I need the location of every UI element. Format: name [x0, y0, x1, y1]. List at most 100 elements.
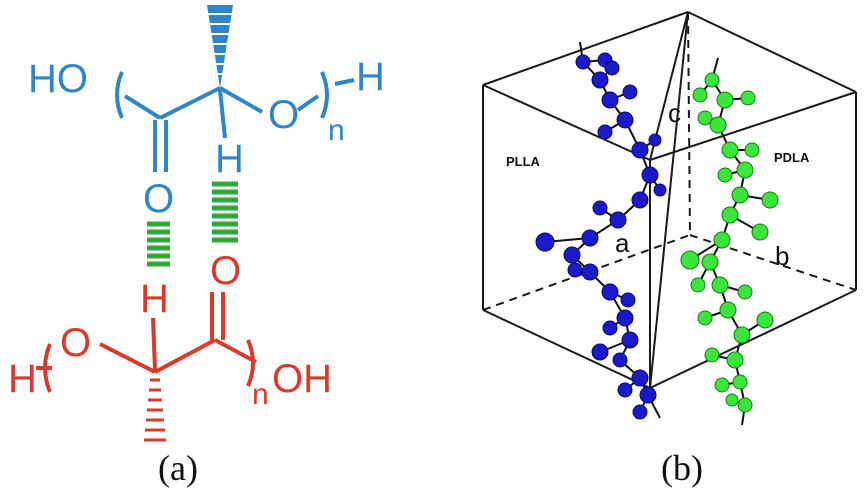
- bond-top-4: [296, 94, 320, 112]
- diag-front-solid: [649, 11, 689, 389]
- pdla-atoms: [680, 72, 779, 413]
- pdla-atom: [697, 110, 713, 126]
- plla-atom: [601, 283, 619, 301]
- h-end-top: H: [356, 55, 385, 99]
- plla-atom: [591, 343, 609, 361]
- methyl-hash-bottom: [144, 378, 166, 442]
- plla-atom: [609, 211, 627, 229]
- pdla-atom: [725, 393, 739, 407]
- pdla-atom: [717, 167, 733, 183]
- pdla-atom: [737, 397, 753, 413]
- plla-atom: [597, 124, 613, 140]
- plla-atom: [612, 352, 628, 368]
- edge-top-1: [482, 11, 689, 86]
- edge-top-2: [687, 11, 857, 93]
- oh-end-group: OH: [272, 357, 332, 401]
- pdla-atom: [716, 91, 734, 109]
- open-paren-top: [115, 71, 124, 119]
- bond-bottom-4: [214, 338, 257, 364]
- edge-bottom-front-right: [649, 289, 857, 389]
- pdla-atom: [721, 206, 739, 224]
- plla-atom: [591, 71, 609, 89]
- bond-top-3: [219, 86, 263, 114]
- plla-atom: [622, 84, 638, 100]
- plla-atom: [581, 263, 599, 281]
- pdla-atom: [744, 142, 760, 158]
- plla-atoms: [535, 52, 667, 420]
- h-alpha-top: H: [215, 137, 244, 181]
- axis-label-a: a: [615, 228, 630, 258]
- plla-atom: [563, 246, 581, 264]
- plla-atom: [631, 141, 649, 159]
- ho-end-group: HO: [28, 57, 88, 101]
- edge-back-vert: [687, 11, 691, 236]
- close-paren-bottom: [246, 339, 255, 387]
- pdla-atom: [731, 186, 749, 204]
- edge-top-3: [482, 84, 651, 161]
- plla-atom: [601, 91, 619, 109]
- pdla-atom: [697, 310, 713, 326]
- plla-atom: [602, 320, 618, 336]
- plla-atom: [631, 369, 649, 387]
- pdla-atom: [726, 351, 744, 369]
- plla-atom: [616, 111, 634, 129]
- edge-top-4: [649, 91, 857, 161]
- bond-top-2: [159, 86, 221, 120]
- plla-atom: [631, 191, 649, 209]
- plla-atom: [653, 183, 667, 197]
- bond-alpha-h-top: [218, 89, 227, 139]
- repeat-n-bottom: n: [252, 378, 269, 411]
- pdla-atom: [721, 141, 739, 159]
- repeat-n-top: n: [328, 114, 345, 147]
- plla-atom: [648, 133, 662, 147]
- hydrogen-bonds: [147, 181, 238, 267]
- o-carbonyl-bottom: O: [210, 249, 241, 293]
- o-ring-bottom: O: [60, 321, 91, 365]
- pdla-atom: [692, 87, 708, 103]
- label-pdla: PDLA: [774, 150, 810, 165]
- bond-top-5: [334, 78, 355, 86]
- edge-back-left: [482, 234, 691, 311]
- o-carbonyl-top: O: [143, 177, 174, 221]
- bond-top-1: [123, 94, 162, 120]
- hbond-left: [147, 221, 170, 267]
- pdla-atom: [709, 116, 727, 134]
- plla-atom: [639, 386, 657, 404]
- pdla-atom: [704, 347, 720, 363]
- pdla-atom: [701, 253, 719, 271]
- pdla-structure: H O H O n OH: [8, 249, 332, 442]
- pdla-atom: [690, 277, 706, 293]
- pdla-helix: [680, 57, 779, 426]
- plla-atom: [617, 382, 633, 398]
- pdla-atom: [713, 231, 731, 249]
- methyl-wedge-top: [207, 5, 233, 88]
- axis-label-b: b: [775, 241, 789, 271]
- pdla-atom: [704, 72, 720, 88]
- pdla-atom: [736, 161, 754, 179]
- plla-atom: [632, 404, 648, 420]
- panel-b: PLLA PDLA c a b (b): [482, 11, 857, 488]
- plla-helix: [535, 41, 667, 420]
- plla-atom: [535, 232, 555, 252]
- h-end-bottom: H: [8, 357, 37, 401]
- o-ring-top: O: [268, 93, 299, 137]
- caption-b: (b): [661, 448, 703, 488]
- plla-atom: [581, 229, 599, 247]
- plla-atom: [616, 309, 634, 327]
- close-paren-top: [320, 71, 329, 119]
- plla-atom: [592, 200, 608, 216]
- edge-bottom-front-left: [482, 309, 651, 389]
- h-alpha-bottom: H: [140, 277, 169, 321]
- unit-cell-frame: [482, 11, 857, 389]
- pdla-atom: [719, 301, 737, 319]
- pdla-atom: [732, 374, 748, 390]
- plla-atom: [641, 166, 659, 184]
- bond-bottom-3: [154, 338, 216, 374]
- plla-structure: HO O n H O: [28, 5, 385, 221]
- label-plla: PLLA: [506, 154, 541, 169]
- pdla-atom: [740, 90, 756, 106]
- axis-label-c: c: [668, 98, 681, 128]
- plla-atom: [620, 292, 636, 308]
- pdla-atom: [733, 326, 751, 344]
